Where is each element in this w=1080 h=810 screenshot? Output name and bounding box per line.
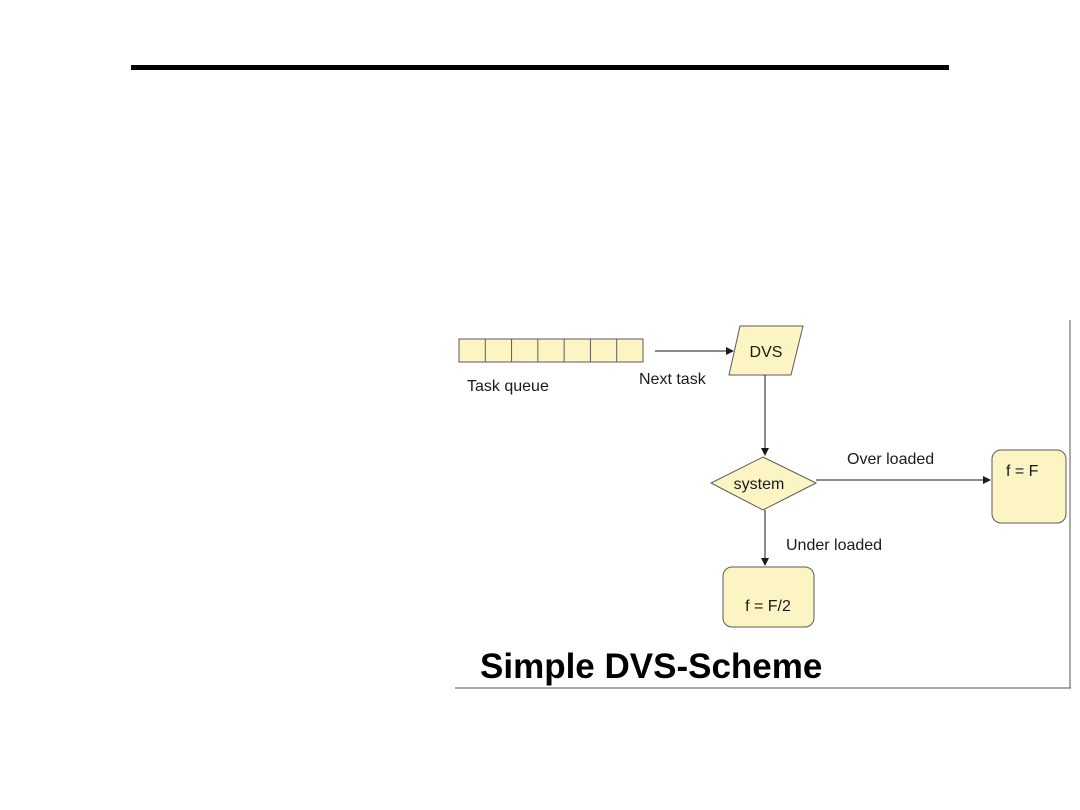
- node-dvs-label: DVS: [750, 344, 783, 361]
- node-system-label: system: [734, 476, 785, 493]
- diagram-caption: Simple DVS-Scheme: [480, 647, 822, 686]
- task-queue-slots: [484, 339, 618, 362]
- task-queue-box: [458, 338, 644, 363]
- node-half-frequency: [722, 566, 815, 628]
- edge-under-loaded-label: Under loaded: [786, 537, 882, 554]
- task-queue-label: Task queue: [467, 378, 549, 395]
- node-half-frequency-label: f = F/2: [745, 598, 791, 615]
- edge-next-task-label: Next task: [639, 371, 707, 388]
- node-full-frequency-label: f = F: [1006, 463, 1039, 480]
- node-full-frequency: [991, 449, 1067, 524]
- node-system: [709, 456, 818, 511]
- node-dvs: [728, 325, 804, 376]
- task-queue: [458, 338, 644, 363]
- edge-over-loaded-label: Over loaded: [847, 451, 934, 468]
- title-rule: [131, 65, 949, 70]
